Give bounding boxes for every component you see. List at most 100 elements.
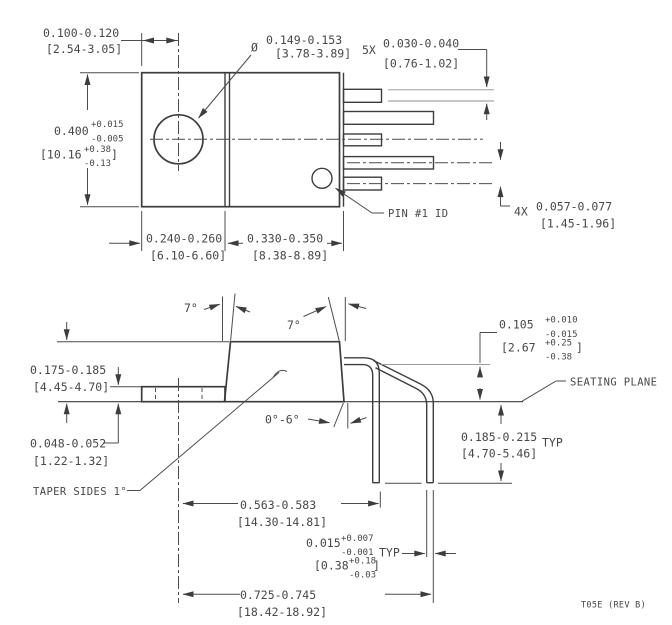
- dim-lead-height: 0.105 +0.010 -0.015 [2.67 +0.25 -0.38 ]: [381, 316, 583, 400]
- pin1-id-circle: [311, 167, 333, 190]
- dim-mm-tol-minus: -0.13: [84, 159, 111, 169]
- dim-text-in: 0.030-0.040: [383, 37, 459, 51]
- dim-text-in: 0.057-0.077: [536, 200, 612, 214]
- rear-lead-outer-edge: [373, 359, 434, 483]
- dim-tab-and-body-width: 0.240-0.260 [6.10-6.60] 0.330-0.350 [8.3…: [109, 211, 344, 263]
- dim-text-mm: [2.67: [501, 341, 536, 355]
- angle-arrow-right: [348, 303, 367, 310]
- dim-tol-minus: -0.015: [545, 330, 578, 340]
- dim-mm-tol-plus: +0.25: [545, 339, 572, 349]
- leader-hook: [272, 369, 288, 378]
- body-profile: [223, 340, 345, 403]
- dim-standoff: 0.185-0.215 TYP [4.70-5.46]: [385, 404, 563, 484]
- dim-tab-thickness: 0.048-0.052 [1.22-1.32]: [30, 367, 141, 468]
- dim-text-mm: [1.22-1.32]: [33, 454, 109, 468]
- edge-extension-line: [230, 293, 236, 341]
- tab-width-in: 0.240-0.260: [146, 232, 222, 246]
- dim-text-in: 0.185-0.215: [461, 430, 537, 444]
- dim-mm-bracket: ]: [111, 148, 118, 162]
- front-lead-inner-edge: [344, 363, 374, 483]
- dim-tol-minus: -0.001: [341, 548, 374, 558]
- taper-sides-label: TAPER SIDES 1°: [33, 486, 127, 498]
- taper-sides-callout: TAPER SIDES 1°: [33, 369, 288, 498]
- dim-hole-diameter: Ø 0.149-0.153 [3.78-3.89]: [198, 33, 351, 119]
- dim-text-in: 0.100-0.120: [43, 26, 119, 40]
- seating-plane-callout: SEATING PLANE: [521, 377, 657, 402]
- top-view: [140, 33, 495, 208]
- angle-arrow-left: [303, 306, 327, 317]
- body-width-in: 0.330-0.350: [247, 232, 323, 246]
- dim-tol-plus: +0.015: [91, 120, 124, 130]
- dim-span-inner: 0.563-0.583 [14.30-14.81]: [182, 498, 380, 529]
- dim-text-in: 0.149-0.153: [266, 33, 342, 47]
- lead-3: [342, 133, 383, 147]
- dim-mm-bracket: ]: [576, 341, 583, 355]
- dim-tol-plus: +0.007: [341, 534, 374, 544]
- dim-mm-tol-plus: +0.38: [84, 145, 111, 155]
- edge-extension-line: [333, 402, 344, 428]
- angle-label: 0°-6°: [265, 413, 300, 427]
- dim-text-in: 0.105: [499, 318, 534, 332]
- dim-lead-thickness: 0.015 +0.007 -0.001 TYP [0.38 +0.18 -0.0…: [306, 534, 456, 581]
- dim-text-mm: [0.76-1.02]: [383, 57, 459, 71]
- pin1-id-callout: PIN #1 ID: [335, 187, 449, 220]
- dim-typ: TYP: [542, 436, 563, 450]
- dim-text-mm: [14.30-14.81]: [237, 515, 327, 529]
- lead-tip-extension-lines: [379, 490, 434, 603]
- leader-line: [139, 372, 280, 491]
- dim-typ: TYP: [379, 546, 400, 560]
- dim-body-thickness: 0.175-0.185 [4.45-4.70]: [30, 322, 229, 423]
- dim-span-outer: 0.725-0.745 [18.42-18.92]: [182, 588, 432, 619]
- dim-mm-tol-minus: -0.38: [545, 353, 572, 363]
- dim-mm-tol-plus: +0.18: [349, 557, 376, 567]
- lead-2: [342, 110, 435, 126]
- dim-lead-pitch: 4X 0.057-0.077 [1.45-1.96]: [497, 142, 616, 231]
- dim-tol-minus: -0.005: [91, 135, 124, 145]
- dim-text-mm: [1.45-1.96]: [540, 217, 616, 231]
- dim-qty: 4X: [514, 205, 528, 219]
- angle-label: 7°: [184, 301, 198, 315]
- dim-lead-angle: 0°-6°: [265, 402, 367, 429]
- angle-arrow-right: [235, 305, 251, 314]
- front-lead-outer-edge: [344, 357, 380, 483]
- dim-body-height: 0.400 +0.015 -0.005 [10.16 +0.38 -0.13 ]: [40, 72, 139, 208]
- dim-lead-width: 5X 0.030-0.040 [0.76-1.02]: [362, 37, 494, 120]
- tab-profile: [140, 385, 226, 403]
- dim-text-in: 0.400: [54, 124, 89, 138]
- dim-draft-angle-right: 7°: [287, 296, 367, 341]
- edge-extension-line: [327, 296, 340, 341]
- dim-text-in: 0.563-0.583: [240, 498, 316, 512]
- side-view: [58, 340, 523, 603]
- dim-tol-plus: +0.010: [545, 316, 578, 326]
- dim-qty: 5X: [362, 43, 376, 57]
- angle-label: 7°: [287, 318, 301, 332]
- rear-lead-inner-edge: [375, 367, 428, 483]
- lead-1: [342, 88, 383, 104]
- lead-4: [342, 155, 435, 170]
- dim-text-in: 0.175-0.185: [30, 363, 106, 377]
- dim-mm-bracket: ]: [373, 559, 380, 573]
- dim-text-in: 0.015: [306, 536, 341, 550]
- leader-arrow: [335, 187, 373, 214]
- tab-width-mm: [6.10-6.60]: [150, 249, 226, 263]
- seating-plane-label: SEATING PLANE: [570, 377, 657, 389]
- dim-text-mm: [18.42-18.92]: [237, 605, 327, 619]
- angle-arrow-right: [350, 416, 367, 424]
- angle-arrow-left: [307, 418, 330, 424]
- dim-hole-offset: 0.100-0.120 [2.54-3.05]: [43, 26, 179, 66]
- body-width-mm: [8.38-8.89]: [252, 249, 328, 263]
- dim-text-in: 0.048-0.052: [30, 437, 106, 451]
- pin1-id-label: PIN #1 ID: [388, 208, 449, 220]
- leader-line: [521, 380, 557, 402]
- leader-line: [198, 54, 252, 119]
- dim-text-mm: [0.38: [314, 559, 349, 573]
- dim-draft-angle-left: 7°: [184, 293, 251, 341]
- dim-mm-tol-minus: -0.03: [349, 571, 376, 581]
- drawing-code: T05E (REV B): [581, 601, 646, 611]
- diameter-symbol: Ø: [251, 41, 258, 55]
- dim-text-in: 0.725-0.745: [240, 588, 316, 602]
- package-body-outline: [140, 71, 341, 208]
- angle-arrow-left: [203, 303, 221, 311]
